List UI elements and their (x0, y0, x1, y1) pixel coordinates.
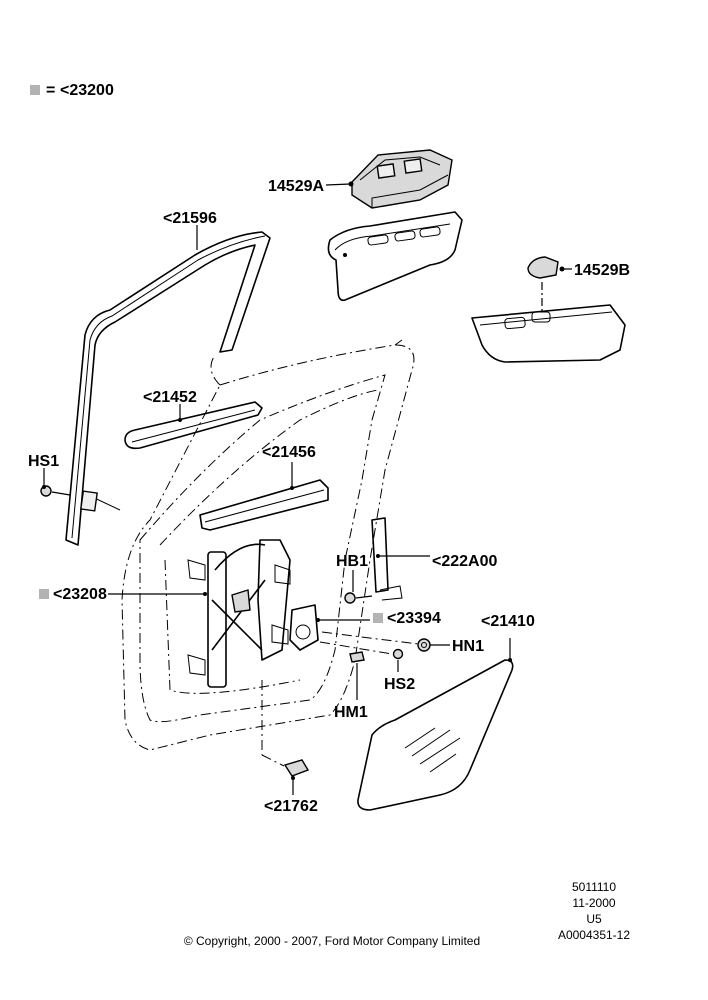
label-21410: <21410 (481, 613, 535, 630)
door-glass (357, 638, 514, 811)
label-hm1: HM1 (334, 704, 368, 721)
footer-variant: U5 (586, 912, 602, 926)
hb1-bolt (344, 570, 373, 604)
glass-run-channel (65, 231, 271, 546)
hs1-screw (40, 468, 71, 497)
label-14529b: 14529B (574, 262, 630, 279)
weatherstrip-21452 (124, 401, 263, 450)
window-switch-14529a (348, 149, 453, 209)
switch-bezel (327, 211, 463, 302)
window-switch-14529b (527, 256, 565, 312)
legend-equals: = (46, 82, 55, 99)
leader-lines (108, 183, 572, 646)
legend-marker (30, 85, 40, 95)
window-motor (289, 604, 320, 651)
label-14529a: 14529A (268, 178, 324, 195)
legend-code: <23200 (60, 82, 114, 99)
label-hs1: HS1 (28, 453, 59, 470)
rear-run-channel (371, 517, 403, 601)
passenger-switch-bezel (471, 304, 626, 363)
footer-code: 5011110 (572, 880, 616, 894)
label-21762: <21762 (264, 798, 318, 815)
hm1-stud (349, 651, 365, 700)
label-21452: <21452 (143, 389, 197, 406)
label-21596: <21596 (163, 210, 217, 227)
label-hn1: HN1 (452, 638, 484, 655)
hn1-nut (321, 631, 431, 652)
legend: = <23200 (30, 82, 114, 99)
label-hs2: HS2 (384, 676, 415, 693)
legend-marker-23208 (39, 589, 49, 599)
footer: 5011110 11-2000 U5 A0004351-12 © Copyrig… (184, 880, 631, 948)
label-222a00: <222A00 (432, 553, 497, 570)
label-23394: <23394 (387, 610, 441, 627)
label-21456: <21456 (262, 444, 316, 461)
footer-ref: A0004351-12 (558, 928, 630, 942)
footer-copyright: © Copyright, 2000 - 2007, Ford Motor Com… (184, 934, 480, 948)
sensor-21762 (261, 680, 310, 795)
label-hb1: HB1 (336, 553, 368, 570)
door-frame-outline (121, 339, 415, 751)
hs2-screw (319, 641, 404, 672)
footer-date: 11-2000 (572, 896, 615, 910)
legend-marker-23394 (373, 613, 383, 623)
window-regulator (187, 539, 291, 688)
label-23208: <23208 (53, 586, 107, 603)
weatherstrip-21456 (199, 462, 329, 531)
